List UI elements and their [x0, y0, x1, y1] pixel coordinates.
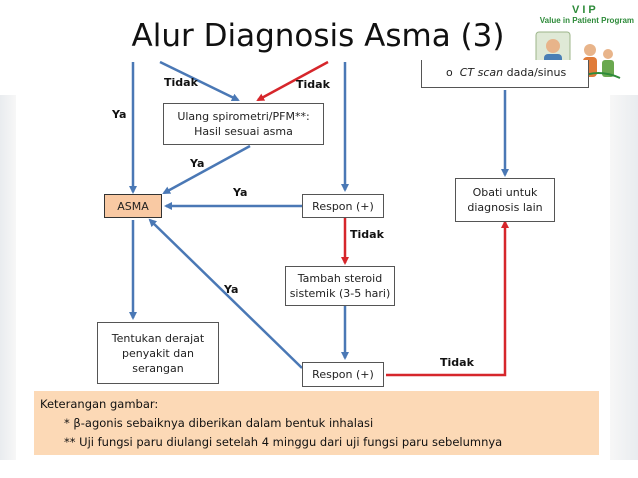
box-obati-diagnosis-lain: Obati untuk diagnosis lain: [455, 178, 555, 222]
legend-heading: Keterangan gambar:: [40, 397, 159, 411]
legend-panel: Keterangan gambar: * β-agonis sebaiknya …: [34, 391, 599, 455]
box-respon-2: Respon (+): [302, 362, 384, 387]
label-ya-respon1: Ya: [233, 186, 248, 199]
bullet-icon: o: [446, 66, 453, 79]
arrow-respon2-to-asma: [148, 218, 303, 369]
arrow-ulang-to-asma: [162, 144, 251, 195]
label-tidak-respon1: Tidak: [350, 228, 384, 241]
left-decorative-band: [0, 95, 16, 460]
logo-subtitle: Value in Patient Program: [539, 16, 634, 25]
box-ulang-spirometri: Ulang spirometri/PFM**: Hasil sesuai asm…: [163, 103, 324, 145]
label-ya-diagonal: Ya: [224, 283, 239, 296]
legend-note-2: ** Uji fungsi paru diulangi setelah 4 mi…: [64, 435, 503, 449]
arrow-red-to-ulang: [256, 60, 329, 102]
label-ya-left: Ya: [112, 108, 127, 121]
logo-vip-text: VIP: [572, 4, 599, 16]
label-ya-under-ulang: Ya: [190, 157, 205, 170]
ct-scan-rest: dada/sinus: [503, 66, 567, 79]
right-decorative-band: [610, 95, 638, 460]
box-tambah-steroid: Tambah steroid sistemik (3-5 hari): [285, 266, 395, 306]
arrow-tidak-to-ulang: [159, 60, 240, 102]
label-tidak-top-left: Tidak: [164, 76, 198, 89]
box-tentukan-derajat: Tentukan derajat penyakit dan serangan: [97, 322, 219, 384]
ct-scan-italic: CT scan: [459, 66, 504, 79]
ct-scan-item: o CT scan dada/sinus: [421, 60, 589, 88]
slide-title: Alur Diagnosis Asma (3): [131, 18, 505, 54]
label-tidak-top-right: Tidak: [296, 78, 330, 91]
label-tidak-bottom: Tidak: [440, 356, 474, 369]
arrow-respon2-to-obati: [386, 220, 509, 377]
box-respon-1: Respon (+): [302, 194, 384, 218]
box-asma: ASMA: [104, 194, 162, 218]
legend-note-1: * β-agonis sebaiknya diberikan dalam ben…: [64, 416, 374, 430]
